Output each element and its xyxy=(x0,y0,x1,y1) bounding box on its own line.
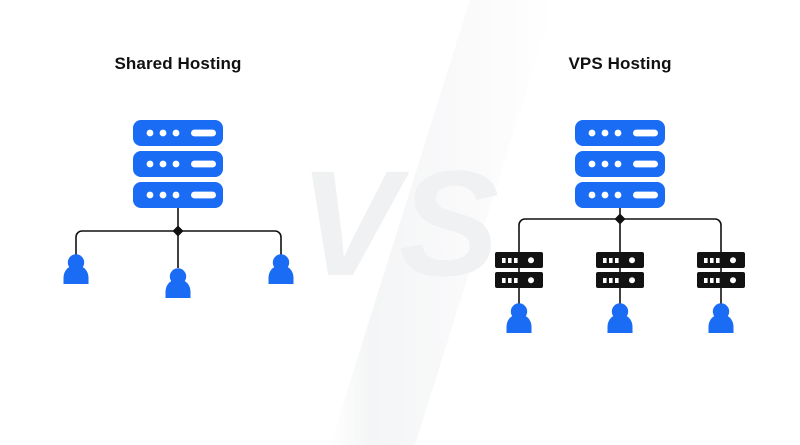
server-unit-2 xyxy=(133,151,223,177)
shared-junction-node xyxy=(172,225,184,237)
user-left-icon xyxy=(63,254,89,284)
vs-watermark-text: VS xyxy=(299,139,499,307)
vps-unit-left-bottom xyxy=(495,272,543,288)
panel-title-vps-hosting: VPS Hosting xyxy=(568,54,672,73)
vps-junction-node xyxy=(614,213,626,225)
vps-blue-server-stack xyxy=(575,120,665,208)
shared-hosting-group xyxy=(63,120,294,298)
user-left-icon xyxy=(506,303,532,333)
shared-connector-lines xyxy=(75,208,282,268)
user-center-icon xyxy=(165,268,191,298)
vps-unit-center-bottom xyxy=(596,272,644,288)
server-unit-1 xyxy=(133,120,223,146)
user-right-icon xyxy=(268,254,294,284)
server-unit-2 xyxy=(575,151,665,177)
vps-unit-left-top xyxy=(495,252,543,268)
vps-unit-right-bottom xyxy=(697,272,745,288)
shared-blue-server-stack xyxy=(133,120,223,208)
user-right-icon xyxy=(708,303,734,333)
panel-title-shared-hosting: Shared Hosting xyxy=(114,54,242,73)
user-center-icon xyxy=(607,303,633,333)
vps-unit-right-top xyxy=(697,252,745,268)
server-unit-3 xyxy=(133,182,223,208)
server-unit-1 xyxy=(575,120,665,146)
server-unit-3 xyxy=(575,182,665,208)
vps-unit-center-top xyxy=(596,252,644,268)
vps-client-icons xyxy=(506,303,734,333)
vps-hosting-group xyxy=(495,120,745,333)
